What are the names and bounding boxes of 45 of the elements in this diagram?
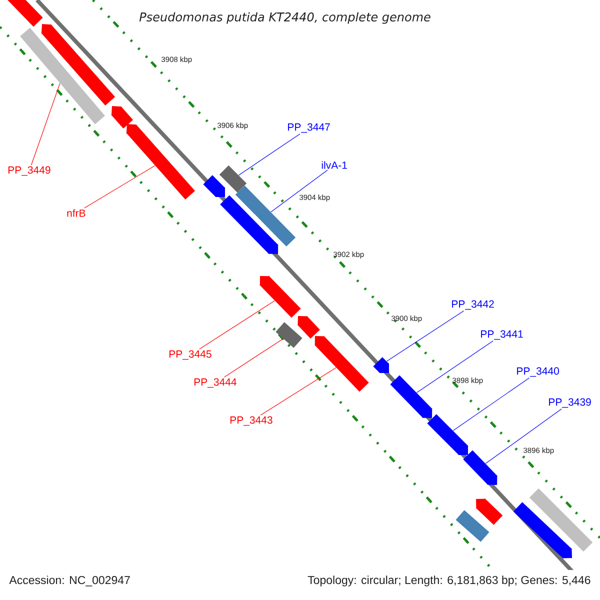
gene-block [456,510,490,542]
gene-feature [260,276,301,318]
gene-label: PP_3443 [230,416,272,426]
gene-feature [41,24,116,106]
gene-label: PP_3441 [481,330,523,340]
gene-feature [373,357,389,373]
leader-line [270,170,328,212]
leader-line [224,338,284,378]
gene-feature [314,336,369,392]
gene-block [235,185,296,247]
gene-label: nfrB [67,209,86,217]
leader-line [199,300,275,350]
gene-feature [476,498,503,525]
gene-label: PP_3449 [8,166,50,176]
gene-feature [463,450,498,485]
gene-feature [298,316,320,339]
gene-label: PP_3444 [194,378,236,388]
leader-line [452,378,530,431]
gene-block [219,165,247,193]
gene-feature [390,375,432,418]
gene-feature [126,124,196,200]
footer-text: Accession: NC_002947 [9,576,130,586]
title: Pseudomonas putida KT2440, complete genome [139,12,430,24]
leader-line [485,408,562,464]
leader-line [260,367,336,416]
gene-block [529,488,593,552]
leader-line [30,83,60,166]
gene-block [276,322,302,348]
gene-label: PP_3445 [169,350,212,360]
gene-feature [111,106,134,129]
footer-text: Topology: circular; Length: 6,181,863 bp; Genes: 5,446 [308,576,590,586]
gene-feature [513,502,572,558]
gene-feature [203,175,225,197]
leader-line [386,310,464,362]
leader-line [238,134,300,176]
gene-label: PP_3439 [549,398,591,408]
gene-block [20,28,105,124]
gene-label: PP_3442 [452,300,494,310]
gene-feature [220,195,278,254]
gene-label: ilvA-1 [322,161,347,169]
gene-feature [427,414,468,455]
leader-line [416,340,494,393]
gene-label: PP_3440 [517,367,559,377]
leader-line [84,165,156,208]
gene-label: PP_3447 [288,123,330,133]
